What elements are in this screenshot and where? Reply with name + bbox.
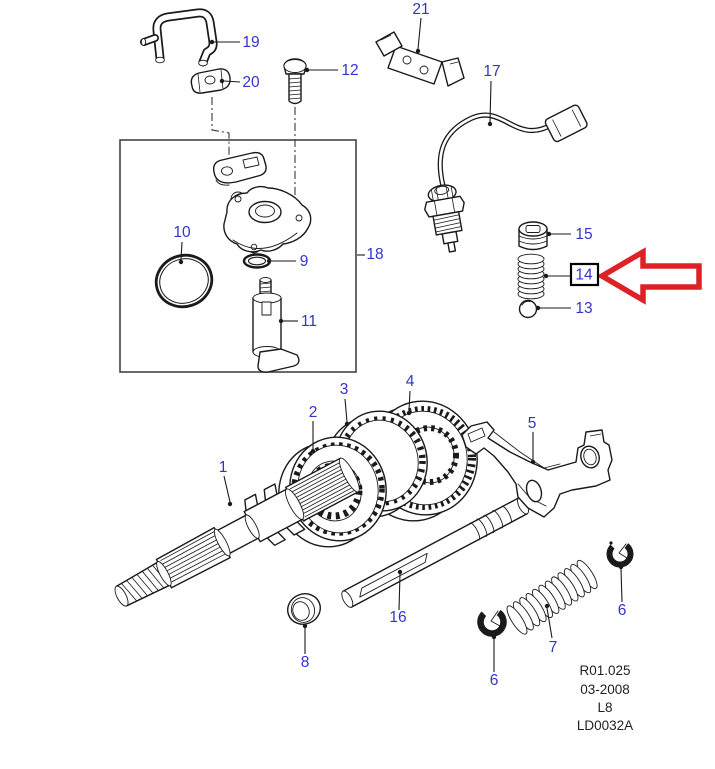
part-lever xyxy=(212,151,267,186)
callout-19: 19 xyxy=(242,34,259,51)
part-selector-fork xyxy=(461,421,613,518)
callout-8: 8 xyxy=(301,654,310,671)
part-circlip-left xyxy=(477,607,507,637)
part-ball xyxy=(518,299,538,319)
part-cover xyxy=(223,185,312,254)
callout-5: 5 xyxy=(528,415,537,432)
part-collar xyxy=(287,593,321,625)
stamp-code: L8 xyxy=(597,700,612,715)
part-breather-pipe xyxy=(140,8,218,67)
part-oring-small xyxy=(242,253,272,269)
callout-16: 16 xyxy=(389,609,406,626)
callout-15: 15 xyxy=(575,226,592,243)
callout-3: 3 xyxy=(340,381,349,398)
part-plug xyxy=(518,221,548,251)
callout-13: 13 xyxy=(575,300,592,317)
callout-18: 18 xyxy=(366,246,383,263)
part-spring xyxy=(506,559,598,635)
stamp-date: 03-2008 xyxy=(580,682,630,697)
callout-11: 11 xyxy=(301,313,317,330)
part-plunger xyxy=(252,277,300,373)
part-circlip-right xyxy=(606,540,634,568)
callout-6-right: 6 xyxy=(618,602,627,619)
callout-9: 9 xyxy=(300,253,309,270)
part-detent-spring xyxy=(517,253,545,300)
part-switch xyxy=(424,104,588,253)
part-oring-large xyxy=(154,253,214,309)
callout-1: 1 xyxy=(219,459,228,476)
callout-17: 17 xyxy=(483,63,500,80)
leader-lines xyxy=(178,17,624,672)
callout-12: 12 xyxy=(341,62,358,79)
highlight-arrow xyxy=(596,247,702,305)
callout-21: 21 xyxy=(412,1,429,18)
callout-10: 10 xyxy=(173,224,191,241)
stamp-sheet-id: LD0032A xyxy=(577,718,633,733)
kit-box xyxy=(119,139,357,373)
reference-stamp: R01.025 03-2008 L8 LD0032A xyxy=(577,663,633,733)
callout-6-left: 6 xyxy=(490,672,499,689)
callout-7: 7 xyxy=(549,639,558,656)
callout-14: 14 xyxy=(575,267,593,284)
stamp-drawing-ref: R01.025 xyxy=(579,663,630,678)
part-bolt xyxy=(283,58,307,105)
part-bracket xyxy=(375,31,465,87)
part-mainshaft xyxy=(114,457,360,607)
callout-2: 2 xyxy=(309,404,318,421)
part-clamp xyxy=(190,68,231,94)
callout-20: 20 xyxy=(242,74,260,91)
callout-4: 4 xyxy=(406,373,415,390)
highlight-box xyxy=(569,262,600,287)
